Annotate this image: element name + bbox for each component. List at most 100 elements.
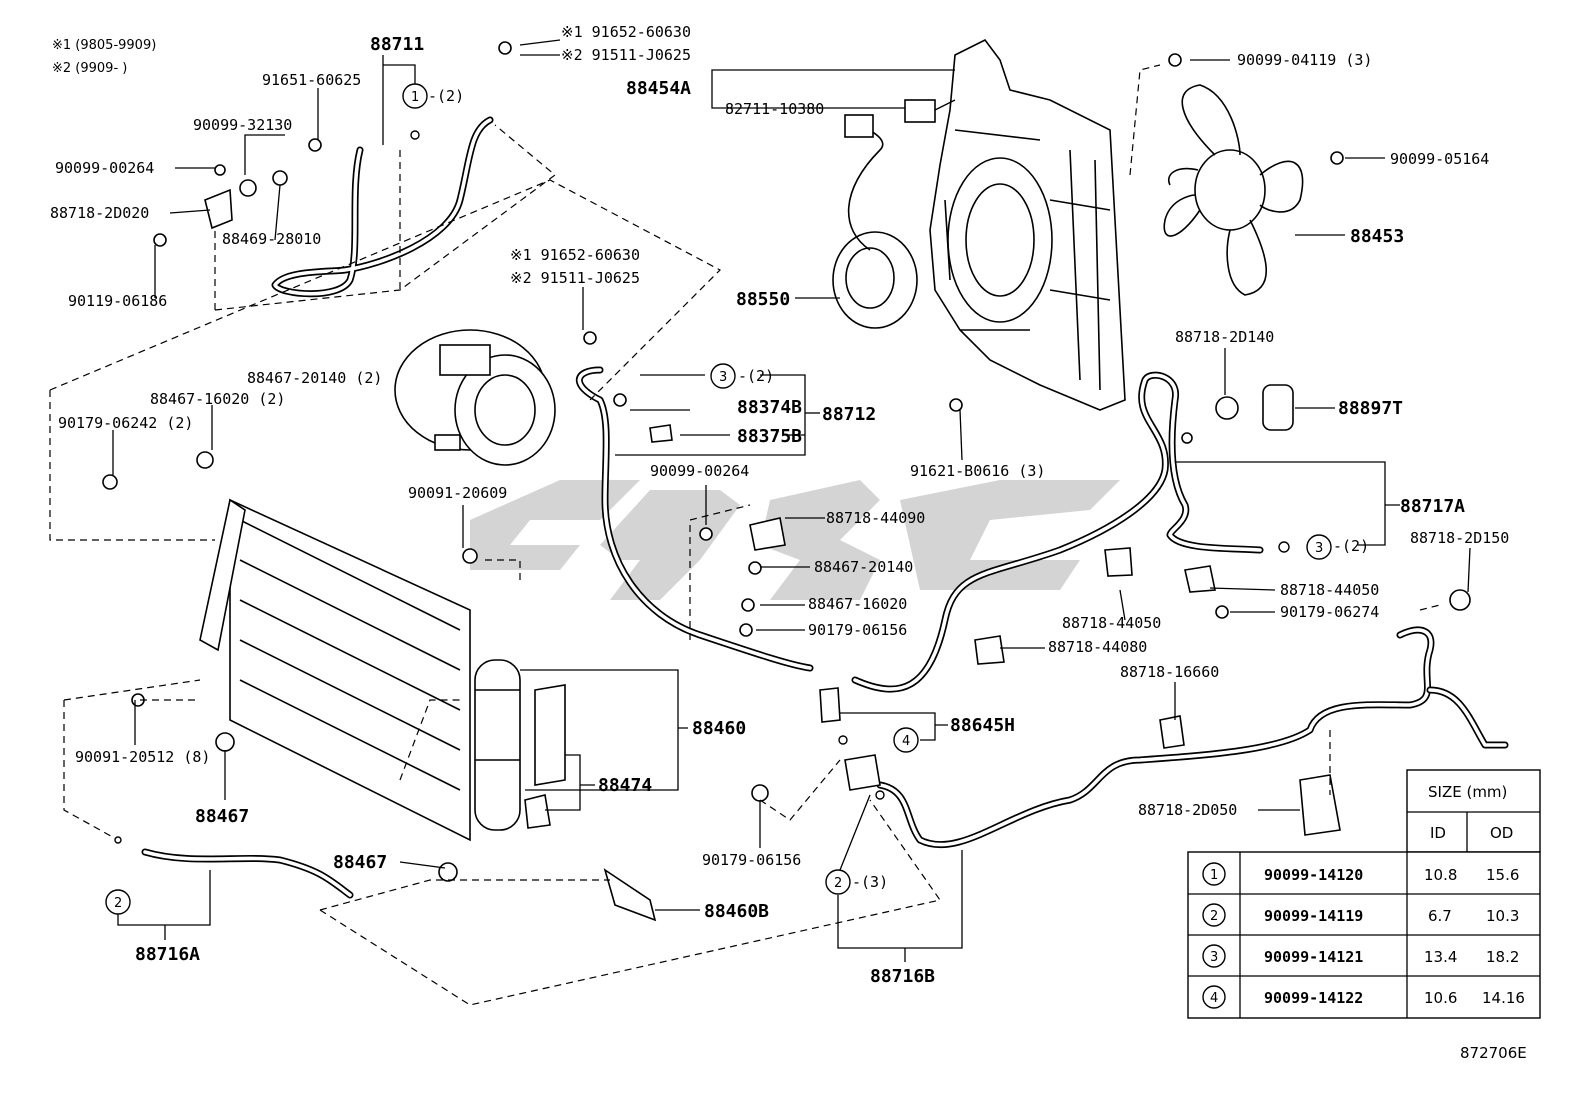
size-row-no: 1	[1210, 868, 1218, 883]
label-91621-b0616: 91621-B0616 (3)	[910, 462, 1045, 480]
label-88453: 88453	[1350, 226, 1404, 247]
circle-ref-1: 1	[402, 83, 428, 140]
label-circle-1-qty: -(2)	[428, 87, 464, 105]
svg-text:2: 2	[834, 876, 842, 891]
label-88454a: 88454A	[626, 78, 691, 99]
svg-text:3: 3	[719, 370, 727, 385]
label-90179-06156-a: 90179-06156	[808, 621, 907, 639]
label-88550: 88550	[736, 289, 790, 310]
label-88467-b: 88467	[333, 852, 387, 873]
label-88460b: 88460B	[704, 901, 769, 922]
label-circle-2-qty: -(3)	[852, 873, 888, 891]
label-88718-44050-b: 88718-44050	[1280, 581, 1379, 599]
fan-shroud	[904, 38, 1126, 411]
label-88718-16660: 88718-16660	[1120, 663, 1219, 681]
watermark-logo	[470, 480, 1120, 600]
hose-88711	[271, 116, 494, 298]
label-88712: 88712	[822, 404, 876, 425]
note-2: ※2 (9909- )	[52, 61, 127, 76]
label-88467-20140: 88467-20140	[814, 558, 913, 576]
pipe-88716b	[876, 626, 1509, 849]
label-90099-05164: 90099-05164	[1390, 150, 1489, 168]
label-88716b: 88716B	[870, 966, 935, 987]
label-90099-04119: 90099-04119 (3)	[1237, 51, 1372, 69]
size-row-id: 10.6	[1424, 989, 1457, 1007]
catalog-number: 872706E	[1460, 1044, 1527, 1062]
label-88718-2d050: 88718-2D050	[1138, 801, 1237, 819]
label-88897t: 88897T	[1338, 398, 1403, 419]
label-90099-00264-a: 90099-00264	[55, 159, 154, 177]
label-91651-60625: 91651-60625	[262, 71, 361, 89]
label-88469-28010: 88469-28010	[222, 230, 321, 248]
size-row-part: 90099-14122	[1264, 989, 1363, 1007]
label-88645h: 88645H	[950, 715, 1015, 736]
circle-ref-3-a: 3	[710, 363, 736, 389]
size-row-part: 90099-14119	[1264, 907, 1363, 925]
size-table-col-od: OD	[1490, 824, 1513, 842]
label-91652-60630-top: ※1 91652-60630	[561, 23, 691, 41]
size-row-od: 10.3	[1486, 907, 1519, 925]
label-88467-16020: 88467-16020	[808, 595, 907, 613]
label-88718-44080: 88718-44080	[1048, 638, 1147, 656]
label-88467-16020-2: 88467-16020 (2)	[150, 390, 285, 408]
label-90099-00264-b: 90099-00264	[650, 462, 749, 480]
fan-motor	[832, 114, 918, 329]
label-90179-06156-b: 90179-06156	[702, 851, 801, 869]
hose-88712	[575, 366, 814, 672]
label-88375b: 88375B	[737, 426, 802, 447]
size-row-part: 90099-14120	[1264, 866, 1363, 884]
label-88467-20140-2: 88467-20140 (2)	[247, 369, 382, 387]
label-88474: 88474	[598, 775, 652, 796]
size-row-id: 13.4	[1424, 948, 1457, 966]
label-91652-60630-mid: ※1 91652-60630	[510, 246, 640, 264]
size-row-id: 6.7	[1428, 907, 1452, 925]
circle-ref-2-a: 2	[105, 836, 131, 915]
label-90091-20512: 90091-20512 (8)	[75, 748, 210, 766]
dashed-leaders	[49, 64, 1441, 1006]
label-88718-2d020: 88718-2D020	[50, 204, 149, 222]
label-88460: 88460	[692, 718, 746, 739]
label-88716a: 88716A	[135, 944, 200, 965]
svg-text:3: 3	[1315, 541, 1323, 556]
note-1: ※1 (9805-9909)	[52, 38, 156, 53]
label-88718-2d140: 88718-2D140	[1175, 328, 1274, 346]
label-88718-44050-a: 88718-44050	[1062, 614, 1161, 632]
label-90119-06186: 90119-06186	[68, 292, 167, 310]
size-row-od: 15.6	[1486, 866, 1519, 884]
label-88718-44090: 88718-44090	[826, 509, 925, 527]
small-fittings	[102, 41, 1471, 922]
size-row-no: 4	[1210, 991, 1218, 1006]
svg-text:4: 4	[902, 734, 910, 749]
label-82711-10380: 82711-10380	[725, 100, 824, 118]
size-row-od: 14.16	[1482, 989, 1525, 1007]
compressor	[394, 329, 556, 466]
label-88711: 88711	[370, 34, 424, 55]
circle-ref-2-b: 2	[825, 790, 885, 895]
label-88718-2d150: 88718-2D150	[1410, 529, 1509, 547]
fan-blade	[1163, 84, 1304, 296]
label-90179-06274: 90179-06274	[1280, 603, 1379, 621]
label-88467-a: 88467	[195, 806, 249, 827]
size-row-od: 18.2	[1486, 948, 1519, 966]
pipe-88717a	[851, 371, 1264, 693]
size-row-no: 3	[1210, 950, 1218, 965]
label-90091-20609: 90091-20609	[408, 484, 507, 502]
label-88717a: 88717A	[1400, 496, 1465, 517]
size-table-col-id: ID	[1430, 824, 1446, 842]
label-circle-3-qty-b: -(2)	[1333, 537, 1369, 555]
circle-ref-4: 4	[838, 727, 919, 753]
svg-text:1: 1	[411, 90, 419, 105]
label-88374b: 88374B	[737, 397, 802, 418]
svg-text:2: 2	[114, 896, 122, 911]
label-90099-32130: 90099-32130	[193, 116, 292, 134]
label-circle-3-qty-a: -(2)	[738, 367, 774, 385]
label-90179-06242-2: 90179-06242 (2)	[58, 414, 193, 432]
size-table-title: SIZE (mm)	[1428, 783, 1507, 801]
hose-88716a	[141, 848, 354, 899]
size-table: SIZE (mm) ID OD 1 90099-14120 10.8 15.6 …	[1187, 769, 1541, 1019]
size-row-id: 10.8	[1424, 866, 1457, 884]
size-row-no: 2	[1210, 909, 1218, 924]
leader-lines	[112, 39, 1471, 962]
label-91511-j0625-top: ※2 91511-J0625	[561, 46, 691, 64]
